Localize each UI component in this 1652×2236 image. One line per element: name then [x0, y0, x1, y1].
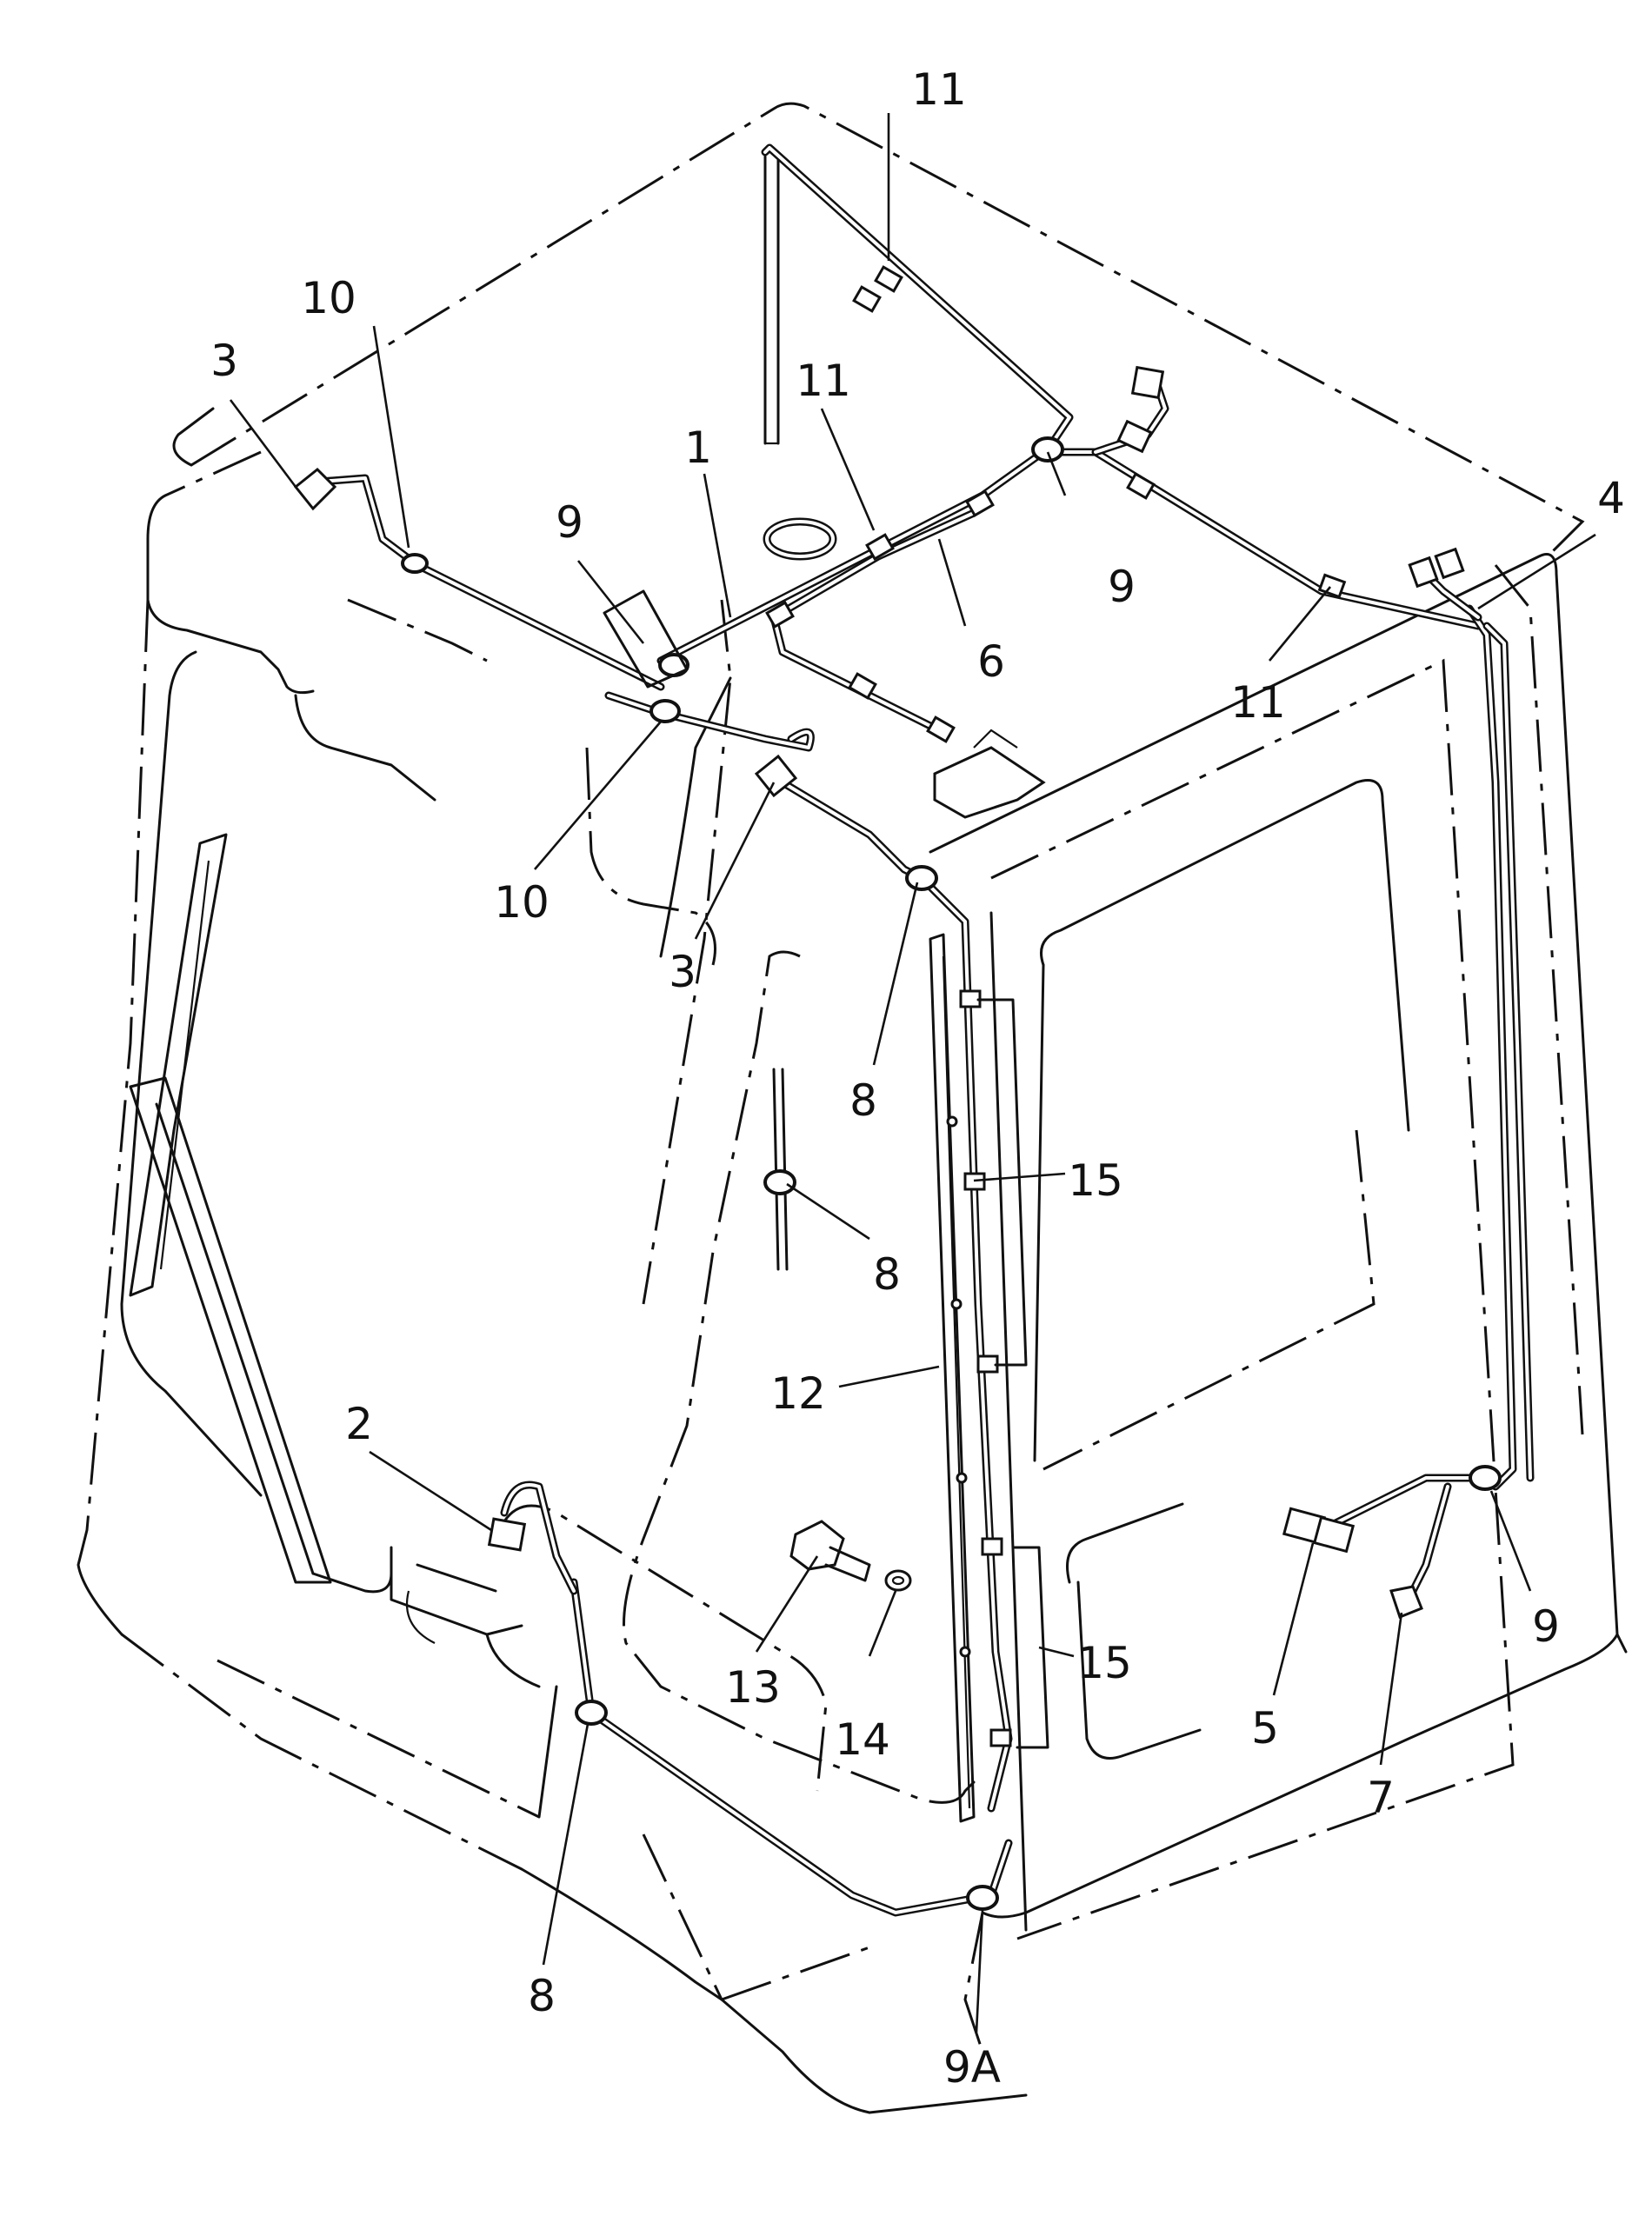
- callout-13: 13: [725, 1662, 781, 1713]
- callout-12: 12: [770, 1368, 826, 1419]
- callout-6: 6: [977, 636, 1005, 687]
- callout-3-upper: 3: [210, 336, 238, 386]
- callout-9A: 9A: [943, 2042, 1001, 2093]
- clamps: [765, 265, 1347, 1749]
- wiper-arm: [129, 833, 393, 1594]
- callout-4: 4: [1597, 473, 1625, 523]
- rear-harness-stub: [763, 155, 780, 445]
- callout-10-lower: 10: [494, 877, 550, 928]
- callout-14: 14: [835, 1714, 890, 1765]
- callout-11-top: 11: [911, 64, 967, 115]
- callout-9-lower: 9: [1532, 1601, 1560, 1652]
- callout-2: 2: [345, 1399, 373, 1449]
- callout-8-lower: 8: [528, 1971, 556, 2021]
- callout-11-right: 11: [1230, 677, 1286, 728]
- leader-lines: [229, 113, 1596, 2033]
- callout-9-left: 9: [556, 497, 583, 548]
- callout-labels: 11 10 3 11 1 9 9 4 6 11 10 3 8 15 8 12 2…: [210, 64, 1625, 2093]
- cab-body: [77, 102, 1628, 2114]
- callout-8-upper: 8: [849, 1075, 877, 1126]
- callout-7: 7: [1367, 1773, 1395, 1823]
- callout-9-right: 9: [1108, 562, 1136, 612]
- callout-8-mid: 8: [873, 1249, 901, 1300]
- callout-15-upper: 15: [1068, 1155, 1123, 1206]
- callout-5: 5: [1251, 1703, 1279, 1754]
- callout-1: 1: [684, 423, 712, 473]
- callout-15-lower: 15: [1076, 1638, 1132, 1688]
- callout-3-lower: 3: [669, 947, 696, 997]
- wire-cover-strip: [929, 933, 976, 1823]
- callout-10-upper: 10: [301, 273, 356, 323]
- callout-11-mid: 11: [796, 356, 851, 406]
- connectors: [293, 365, 1465, 1619]
- bolt-and-washer: [789, 1520, 912, 1592]
